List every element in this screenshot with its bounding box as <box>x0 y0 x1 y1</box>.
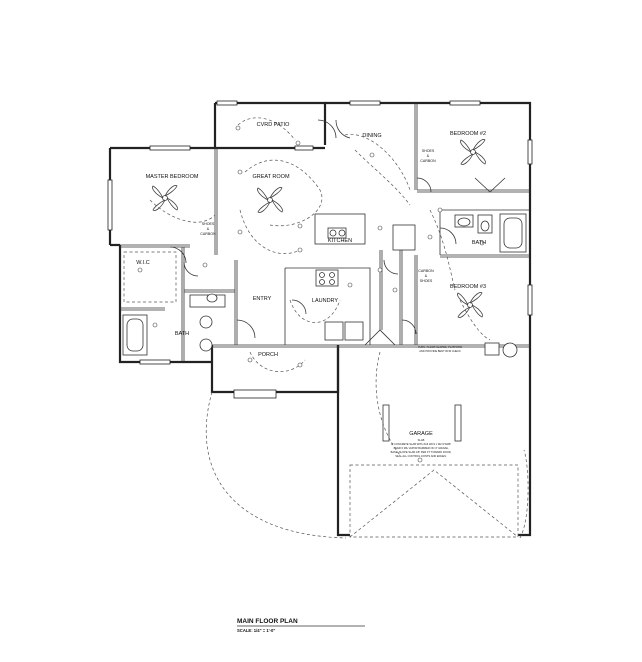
label-wic: W.I.C <box>136 260 149 266</box>
closet-bed2-line3: CARBON <box>420 159 436 163</box>
ceiling-fans <box>152 139 486 318</box>
closet-master-line3: CARBON <box>200 232 216 236</box>
note-platform-line2: AND PROVIDE BENT RFM CHECK <box>419 349 461 353</box>
note-platform-line1: FURN. FLOOR SLOPES, PLATFORM <box>418 345 462 349</box>
label-laundry: LAUNDRY <box>312 298 339 304</box>
label-kitchen: KITCHEN <box>328 238 352 244</box>
label-entry: ENTRY <box>253 296 272 302</box>
closet-labels: SHOES & CARBON SHOES & CARBON CARBON & S… <box>200 149 436 283</box>
note-slab-line1: SLAB <box>418 438 425 442</box>
label-bath-2: BATH <box>472 240 486 246</box>
closet-master-line1: SHOES <box>202 222 215 226</box>
windows <box>107 100 533 399</box>
note-slab-line5: SEAL ALL CONTROL JOINTS AND EDGES. <box>395 454 447 458</box>
doors <box>169 119 506 346</box>
room-labels: CVRD PATIO DINING BEDROOM #2 MASTER BEDR… <box>136 122 486 437</box>
note-slab-line4: BASE. SLOPE SLAB 1/8" PER FT TOWARD DOOR… <box>391 450 452 454</box>
closet-bed3-line1: CARBON <box>418 269 434 273</box>
label-covered-patio: CVRD PATIO <box>257 122 291 128</box>
note-slab-line2: 4" CONCRETE SLAB WITH 6x6 W2.9 x W2.9 WW… <box>391 442 451 446</box>
note-slab-line3: OVER 6 MIL VAPOR BARRIER ON 4" GRAVEL <box>393 446 449 450</box>
garage-door <box>349 404 519 538</box>
label-bath-master: BATH <box>175 331 189 337</box>
drawing-title: MAIN FLOOR PLAN <box>237 618 298 625</box>
drawing-scale: SCALE: 1/4" = 1'-0" <box>237 628 275 633</box>
label-bedroom-2: BEDROOM #2 <box>450 131 486 137</box>
label-great-room: GREAT ROOM <box>252 174 289 180</box>
light-fixtures <box>137 125 485 463</box>
label-porch: PORCH <box>258 352 278 358</box>
label-dining: DINING <box>362 133 381 139</box>
label-bedroom-3: BEDROOM #3 <box>450 284 486 290</box>
interior-walls <box>120 103 530 362</box>
closet-bed2-line1: SHOES <box>422 149 435 153</box>
closet-bed2-line2: & <box>427 154 430 158</box>
fixtures <box>122 213 527 358</box>
label-garage: GARAGE <box>409 431 433 437</box>
drawing-notes: FURN. FLOOR SLOPES, PLATFORM AND PROVIDE… <box>391 345 462 458</box>
closet-bed3-line3: SHOES <box>420 279 433 283</box>
exterior-walls <box>108 101 532 537</box>
title-block: MAIN FLOOR PLAN SCALE: 1/4" = 1'-0" <box>237 618 365 633</box>
closet-bed3-line2: & <box>425 274 428 278</box>
closet-master-line2: & <box>207 227 210 231</box>
label-master-bedroom: MASTER BEDROOM <box>146 174 199 180</box>
